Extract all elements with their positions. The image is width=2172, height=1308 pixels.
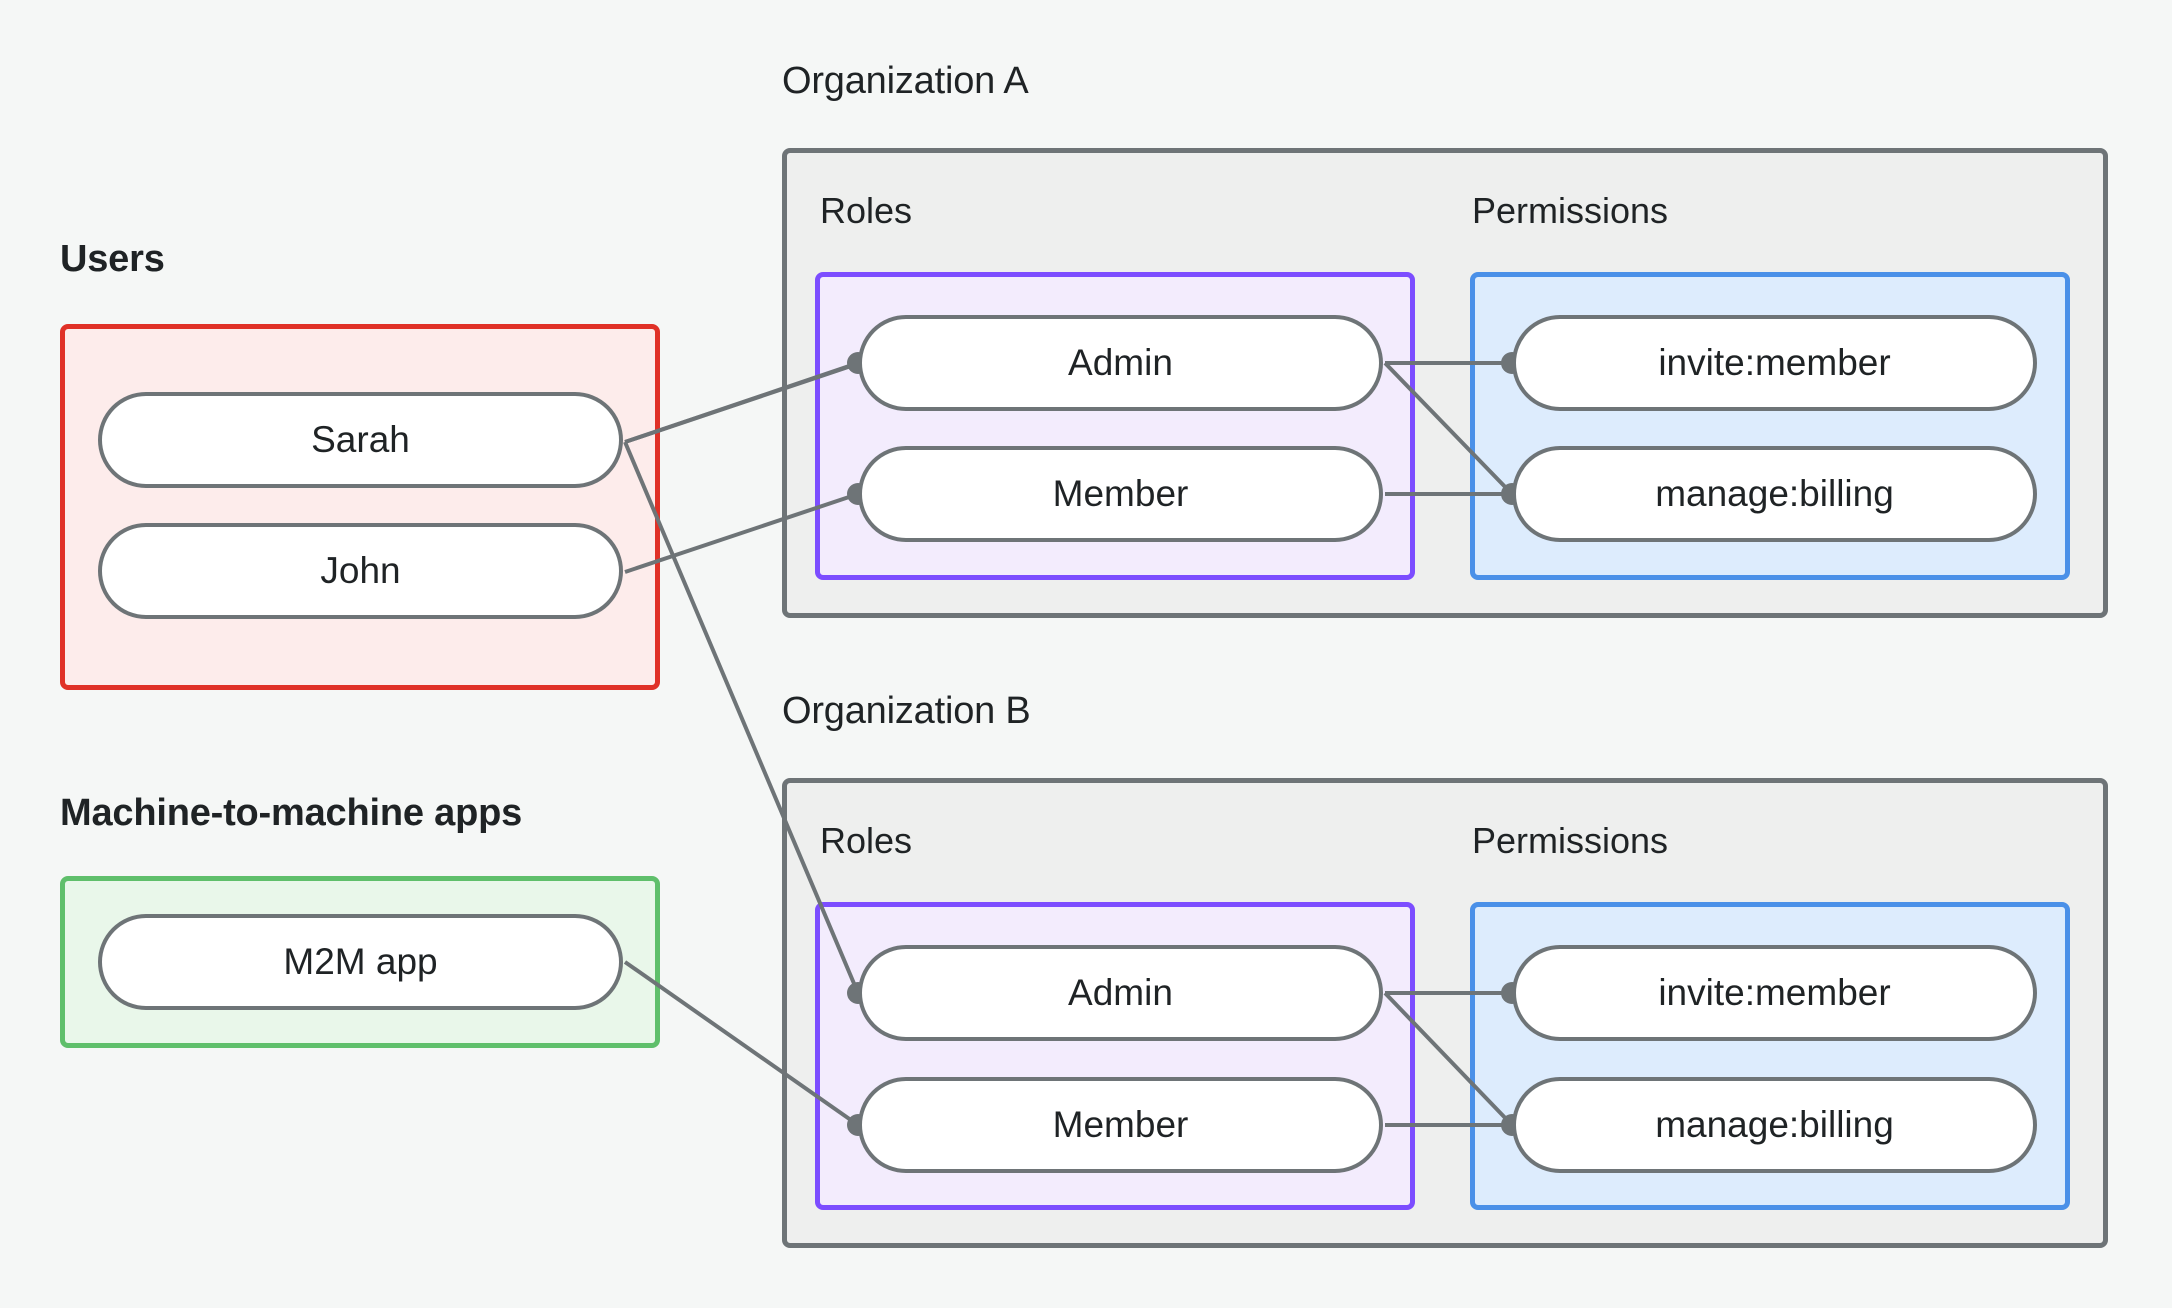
org-b-role-admin[interactable]: Admin xyxy=(858,945,1383,1041)
user-node-john-label: John xyxy=(320,550,401,591)
m2m-node-app[interactable]: M2M app xyxy=(98,914,623,1010)
m2m-node-app-label: M2M app xyxy=(283,941,438,982)
org-a-permission-invite-member-label: invite:member xyxy=(1658,342,1891,383)
org-b-role-admin-label: Admin xyxy=(1068,972,1173,1013)
org-b-permission-invite-member[interactable]: invite:member xyxy=(1512,945,2037,1041)
user-node-sarah-label: Sarah xyxy=(311,419,410,460)
user-node-john[interactable]: John xyxy=(98,523,623,619)
org-a-role-admin[interactable]: Admin xyxy=(858,315,1383,411)
org-b-role-member[interactable]: Member xyxy=(858,1077,1383,1173)
org-a-roles-label: Roles xyxy=(820,190,913,231)
org-a-permissions-label: Permissions xyxy=(1472,190,1669,231)
m2m-group-label: Machine-to-machine apps xyxy=(60,792,523,834)
org-a-permission-invite-member[interactable]: invite:member xyxy=(1512,315,2037,411)
org-a-role-admin-label: Admin xyxy=(1068,342,1173,383)
users-group-label: Users xyxy=(60,238,165,280)
org-b-role-member-label: Member xyxy=(1052,1104,1189,1145)
org-b-permission-invite-member-label: invite:member xyxy=(1658,972,1891,1013)
org-a-permission-manage-billing-label: manage:billing xyxy=(1655,473,1894,514)
users-container xyxy=(60,324,660,690)
org-a-role-member-label: Member xyxy=(1052,473,1189,514)
org-b-label: Organization B xyxy=(782,690,1031,732)
org-b-roles-label: Roles xyxy=(820,820,913,861)
user-node-sarah[interactable]: Sarah xyxy=(98,392,623,488)
org-b-permission-manage-billing-label: manage:billing xyxy=(1655,1104,1894,1145)
org-a-permission-manage-billing[interactable]: manage:billing xyxy=(1512,446,2037,542)
org-a-role-member[interactable]: Member xyxy=(858,446,1383,542)
org-b-permission-manage-billing[interactable]: manage:billing xyxy=(1512,1077,2037,1173)
org-a-label: Organization A xyxy=(782,60,1029,102)
org-b-permissions-label: Permissions xyxy=(1472,820,1669,861)
